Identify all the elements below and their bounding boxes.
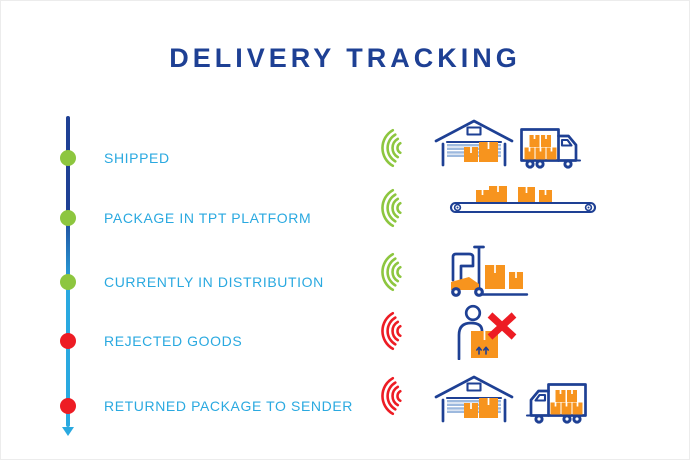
signal-waves-icon	[381, 252, 402, 292]
loaded-truck-right-icon	[520, 128, 582, 169]
status-label: REJECTED GOODS	[104, 333, 243, 349]
status-dot	[60, 210, 76, 226]
warehouse-icon	[434, 375, 514, 423]
status-dot	[60, 333, 76, 349]
status-label: RETURNED PACKAGE TO SENDER	[104, 398, 353, 414]
timeline-row-shipped: SHIPPED	[1, 128, 689, 183]
forklift-icon	[451, 245, 529, 297]
status-label: SHIPPED	[104, 150, 170, 166]
loaded-truck-left-icon	[525, 383, 587, 424]
status-dot	[60, 274, 76, 290]
status-dot	[60, 398, 76, 414]
timeline-row-returned: RETURNED PACKAGE TO SENDER	[1, 376, 689, 431]
timeline-down-arrow-icon	[62, 427, 74, 436]
timeline-line	[66, 116, 70, 427]
conveyor-belt-icon	[449, 186, 597, 214]
timeline-row-tpt-platform: PACKAGE IN TPT PLATFORM	[1, 188, 689, 243]
signal-waves-icon	[381, 188, 402, 228]
signal-waves-icon	[381, 128, 402, 168]
person-rejecting-package-icon	[457, 304, 517, 360]
timeline-row-rejected: REJECTED GOODS	[1, 311, 689, 366]
status-label: PACKAGE IN TPT PLATFORM	[104, 210, 312, 226]
page-title: DELIVERY TRACKING	[169, 43, 521, 73]
timeline-row-distribution: CURRENTLY IN DISTRIBUTION	[1, 252, 689, 307]
signal-waves-icon	[381, 376, 402, 416]
status-dot	[60, 150, 76, 166]
signal-waves-icon	[381, 311, 402, 351]
warehouse-icon	[434, 119, 514, 167]
status-label: CURRENTLY IN DISTRIBUTION	[104, 274, 324, 290]
